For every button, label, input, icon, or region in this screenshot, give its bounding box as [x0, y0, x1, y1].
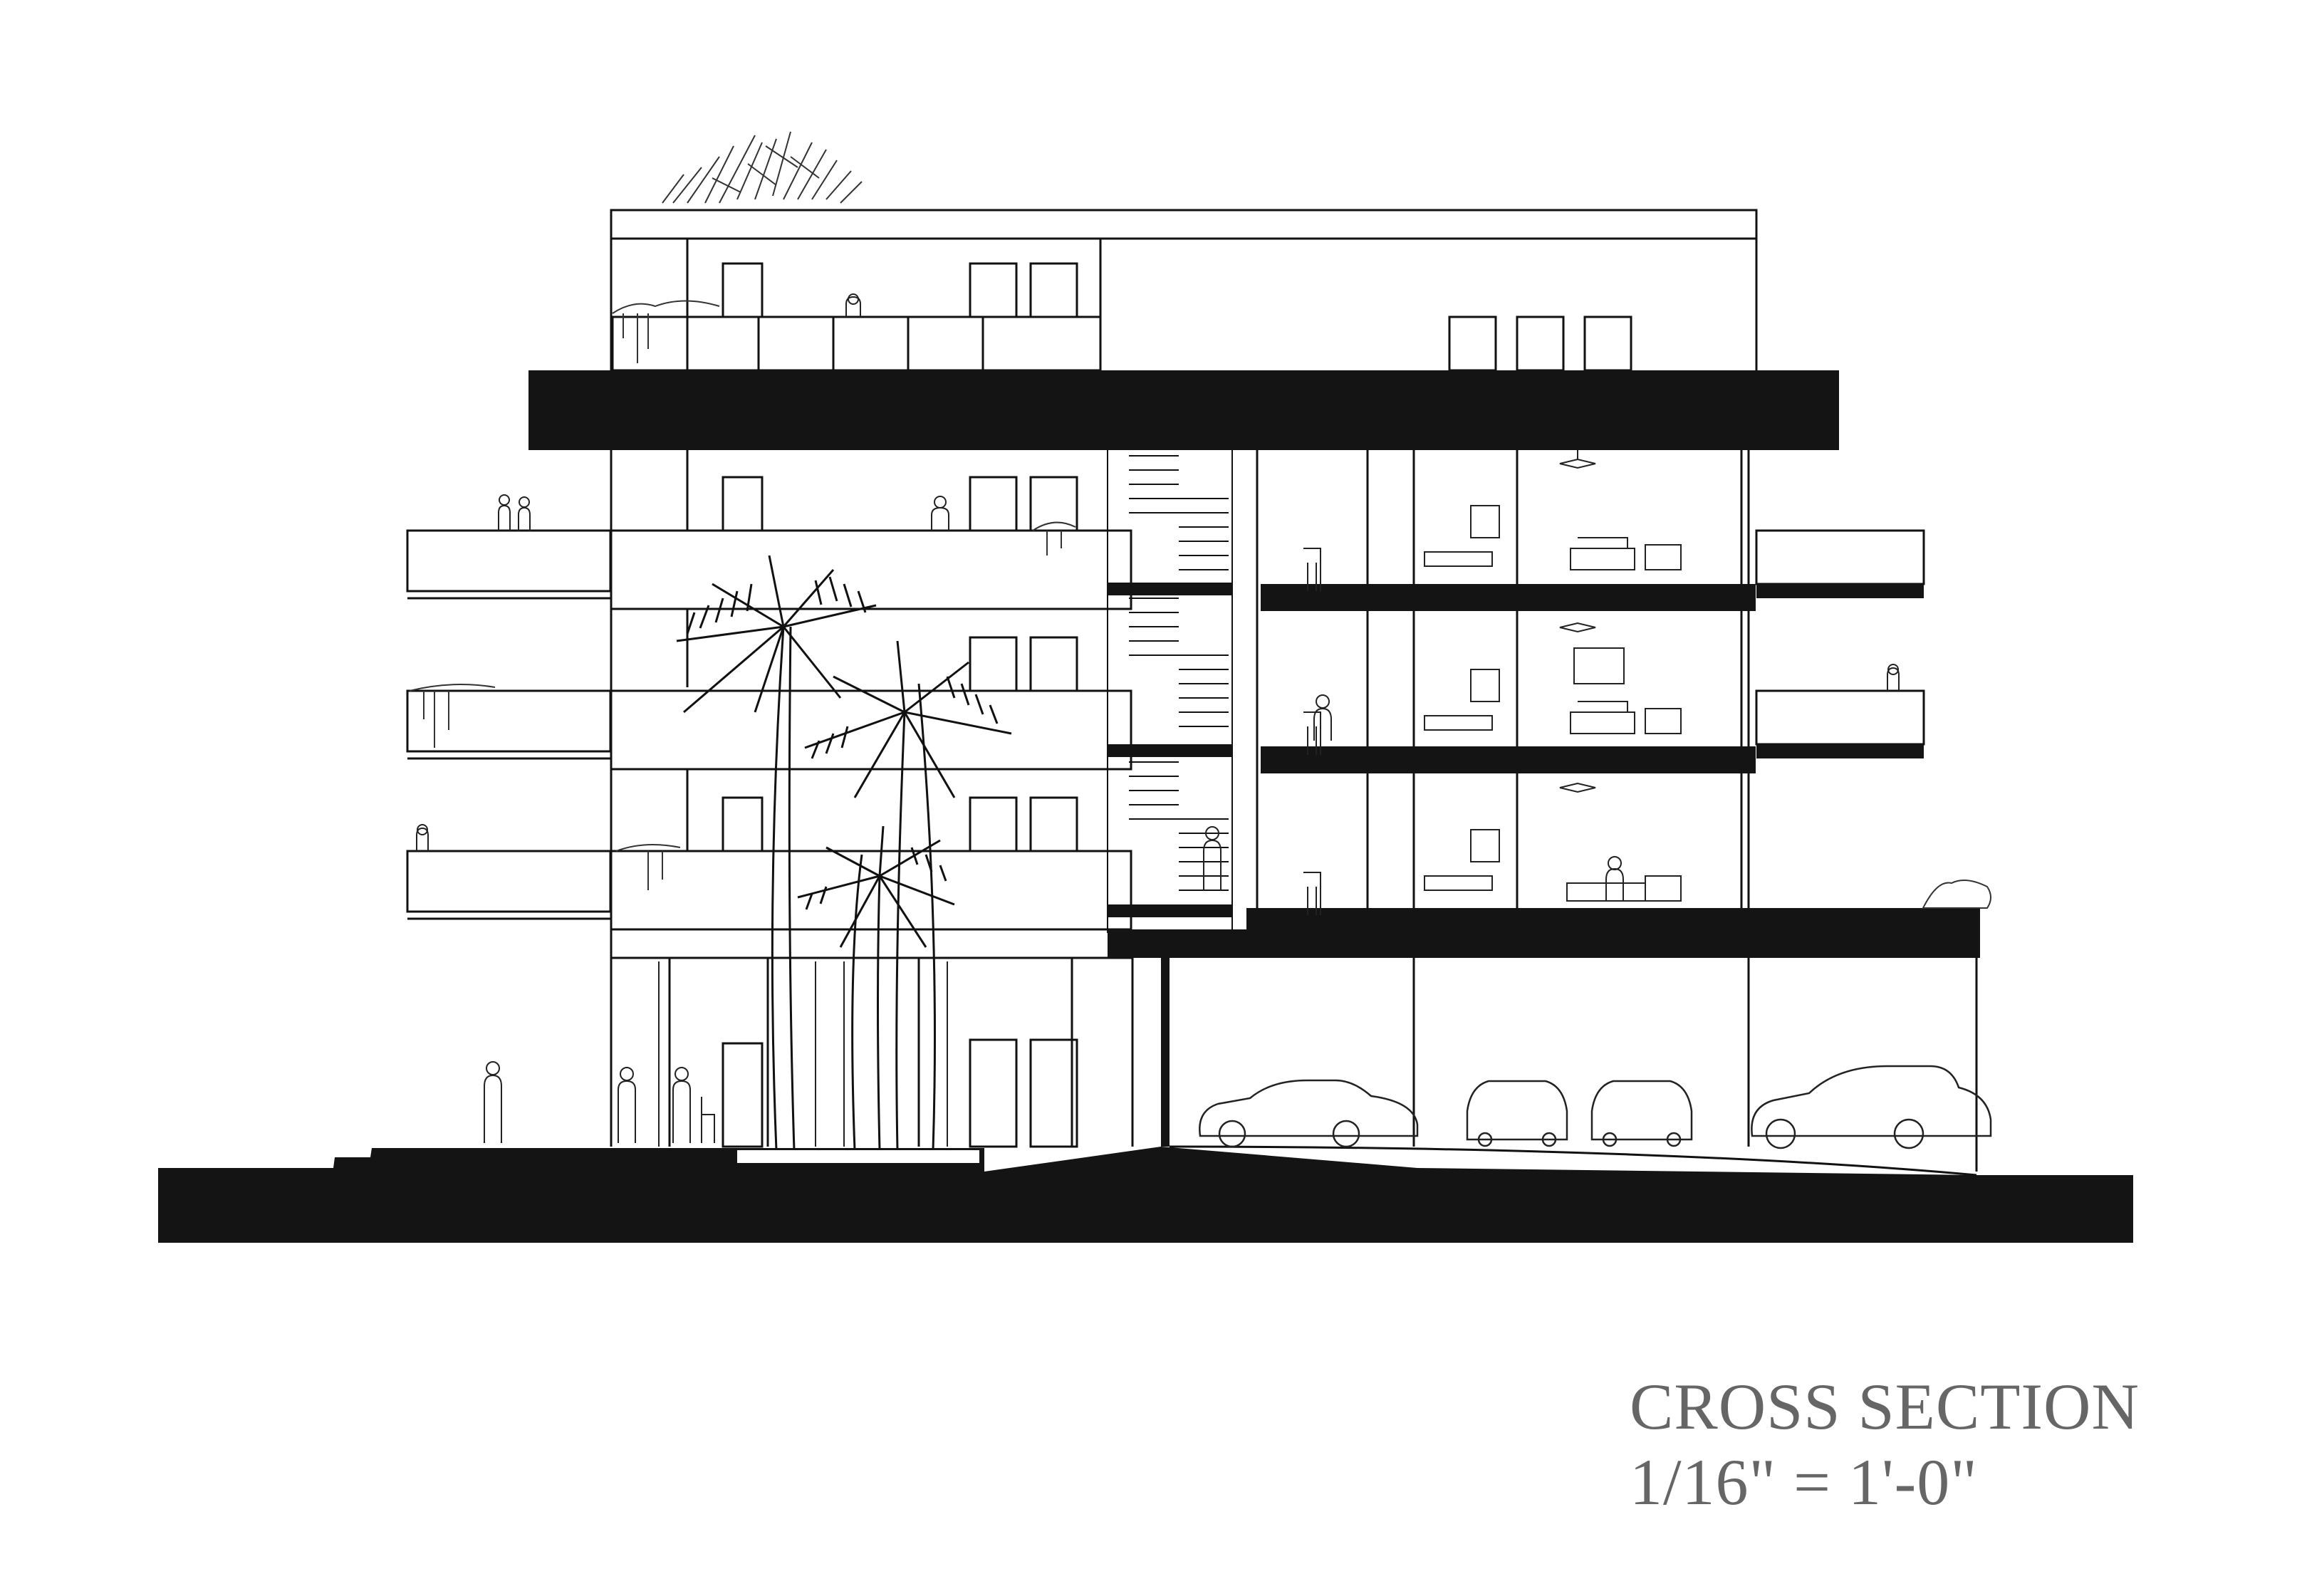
east-apartments [1108, 450, 1980, 958]
stair-core [1107, 450, 1233, 933]
apartment-furniture [1303, 450, 1682, 915]
building-outline [610, 209, 1758, 1147]
west-apartments [406, 450, 1134, 1148]
drawing-title: CROSS SECTION [1630, 1370, 2140, 1443]
garage-cars [1199, 1065, 1992, 1149]
hanging-plants [409, 300, 1991, 909]
ground-slab [158, 1147, 2133, 1243]
garage-structure [1161, 958, 1978, 1177]
terrace-people [416, 293, 1900, 901]
rooftop-shrub [662, 131, 863, 204]
roof-slab [528, 370, 1839, 450]
palm-trees [676, 555, 1012, 1151]
ground-floor-lobby [484, 961, 948, 1147]
drawing-caption: CROSS SECTION 1/16" = 1'-0" [1630, 1369, 2140, 1520]
drawing-scale: 1/16" = 1'-0" [1630, 1446, 1978, 1518]
